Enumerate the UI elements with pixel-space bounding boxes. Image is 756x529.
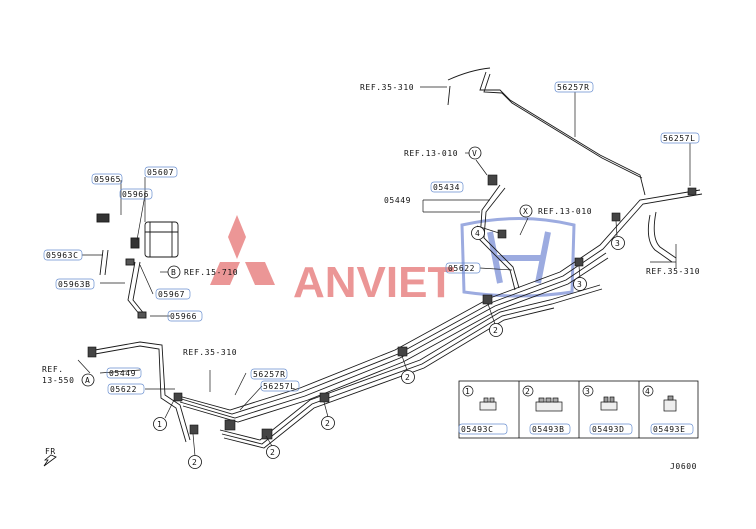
label-fr: FR bbox=[45, 447, 56, 456]
callout-2-e: 2 bbox=[489, 323, 503, 337]
legend-part-3: 05493D bbox=[592, 425, 625, 434]
label-ref-15-710: REF.15-710 bbox=[184, 268, 238, 277]
pipe-clips bbox=[87, 174, 697, 440]
legend-cell-1: 1 05493C bbox=[458, 385, 508, 435]
svg-text:3: 3 bbox=[585, 387, 590, 396]
label-05963B: 05963B bbox=[58, 280, 91, 289]
svg-text:2: 2 bbox=[525, 387, 530, 396]
label-ref-13-010-v: REF.13-010 bbox=[404, 149, 458, 158]
callout-4: 4 bbox=[471, 226, 485, 240]
legend-part-4: 05493E bbox=[653, 425, 686, 434]
label-05449-mid: 05449 bbox=[384, 196, 411, 205]
legend-cell-3: 3 05493D bbox=[582, 385, 633, 435]
callout-2-c: 2 bbox=[321, 416, 335, 430]
legend-cell-2: 2 05493B bbox=[522, 385, 571, 435]
svg-text:1: 1 bbox=[465, 387, 470, 396]
label-05607: 05607 bbox=[147, 168, 174, 177]
label-b-mark: B bbox=[171, 268, 176, 277]
charcoal-canister-icon bbox=[96, 213, 179, 319]
legend-part-1: 05493C bbox=[461, 425, 494, 434]
callout-2-d: 2 bbox=[401, 370, 415, 384]
label-05449-left: 05449 bbox=[109, 369, 136, 378]
label-05963C: 05963C bbox=[46, 251, 79, 260]
clip-05493B-icon bbox=[535, 397, 563, 412]
label-05965: 05965 bbox=[94, 175, 121, 184]
svg-text:3: 3 bbox=[577, 280, 582, 289]
callout-3-a: 3 bbox=[573, 277, 587, 291]
label-ref-35-310-right: REF.35-310 bbox=[646, 267, 700, 276]
clip-legend-table: 1 05493C 2 05493B 3 bbox=[458, 380, 699, 439]
label-ref-35-310-left: REF.35-310 bbox=[183, 348, 237, 357]
callout-2-b: 2 bbox=[266, 445, 280, 459]
callout-3-b: 3 bbox=[611, 236, 625, 250]
svg-text:4: 4 bbox=[475, 229, 480, 238]
label-ref-13-550-b: 13-550 bbox=[42, 376, 75, 385]
label-v-mark: V bbox=[472, 149, 477, 158]
callout-1-left: 1 bbox=[153, 417, 167, 431]
callout-2-a: 2 bbox=[188, 455, 202, 469]
leader-lines bbox=[77, 86, 691, 457]
clip-05493D-icon bbox=[600, 396, 618, 411]
callout-2-f: 2 bbox=[472, 289, 485, 302]
label-05622-left: 05622 bbox=[110, 385, 137, 394]
label-ref-35-310-top: REF.35-310 bbox=[360, 83, 414, 92]
svg-text:2: 2 bbox=[270, 448, 275, 457]
label-ref-13-010-x: REF.13-010 bbox=[538, 207, 592, 216]
label-05967: 05967 bbox=[158, 290, 185, 299]
clip-05493C-icon bbox=[479, 397, 497, 411]
label-56257R-top: 56257R bbox=[557, 83, 590, 92]
label-05966-top: 05966 bbox=[122, 190, 149, 199]
svg-text:1: 1 bbox=[157, 420, 162, 429]
svg-text:3: 3 bbox=[615, 239, 620, 248]
svg-text:4: 4 bbox=[645, 387, 650, 396]
label-56257L-right: 56257L bbox=[663, 134, 696, 143]
part-labels: REF.35-310 56257R 56257L REF.13-010 V 05… bbox=[42, 81, 700, 471]
label-05434: 05434 bbox=[433, 183, 460, 192]
label-ref-13-550-a: REF. bbox=[42, 365, 64, 374]
legend-part-2: 05493B bbox=[532, 425, 565, 434]
label-x-mark: X bbox=[523, 207, 528, 216]
label-a-mark: A bbox=[85, 376, 90, 385]
label-05622-mid: 05622 bbox=[448, 264, 475, 273]
label-56257R-bot: 56257R bbox=[253, 370, 286, 379]
svg-text:2: 2 bbox=[493, 326, 498, 335]
label-56257L-bot: 56257L bbox=[263, 382, 296, 391]
clip-05493E-icon bbox=[663, 395, 677, 412]
svg-text:2: 2 bbox=[325, 419, 330, 428]
mitsubishi-logo-icon bbox=[210, 215, 275, 285]
watermark: ANVIET bbox=[210, 215, 576, 307]
front-arrow-icon bbox=[43, 454, 57, 467]
svg-text:2: 2 bbox=[405, 373, 410, 382]
watermark-brand: ANVIET bbox=[293, 258, 454, 307]
label-diagram-code: J0600 bbox=[670, 462, 697, 471]
label-05966-bot: 05966 bbox=[170, 312, 197, 321]
svg-text:2: 2 bbox=[192, 458, 197, 467]
legend-cell-4: 4 05493E bbox=[642, 385, 694, 435]
callout-circles: 1 2 2 2 2 2 2 3 bbox=[153, 226, 625, 469]
